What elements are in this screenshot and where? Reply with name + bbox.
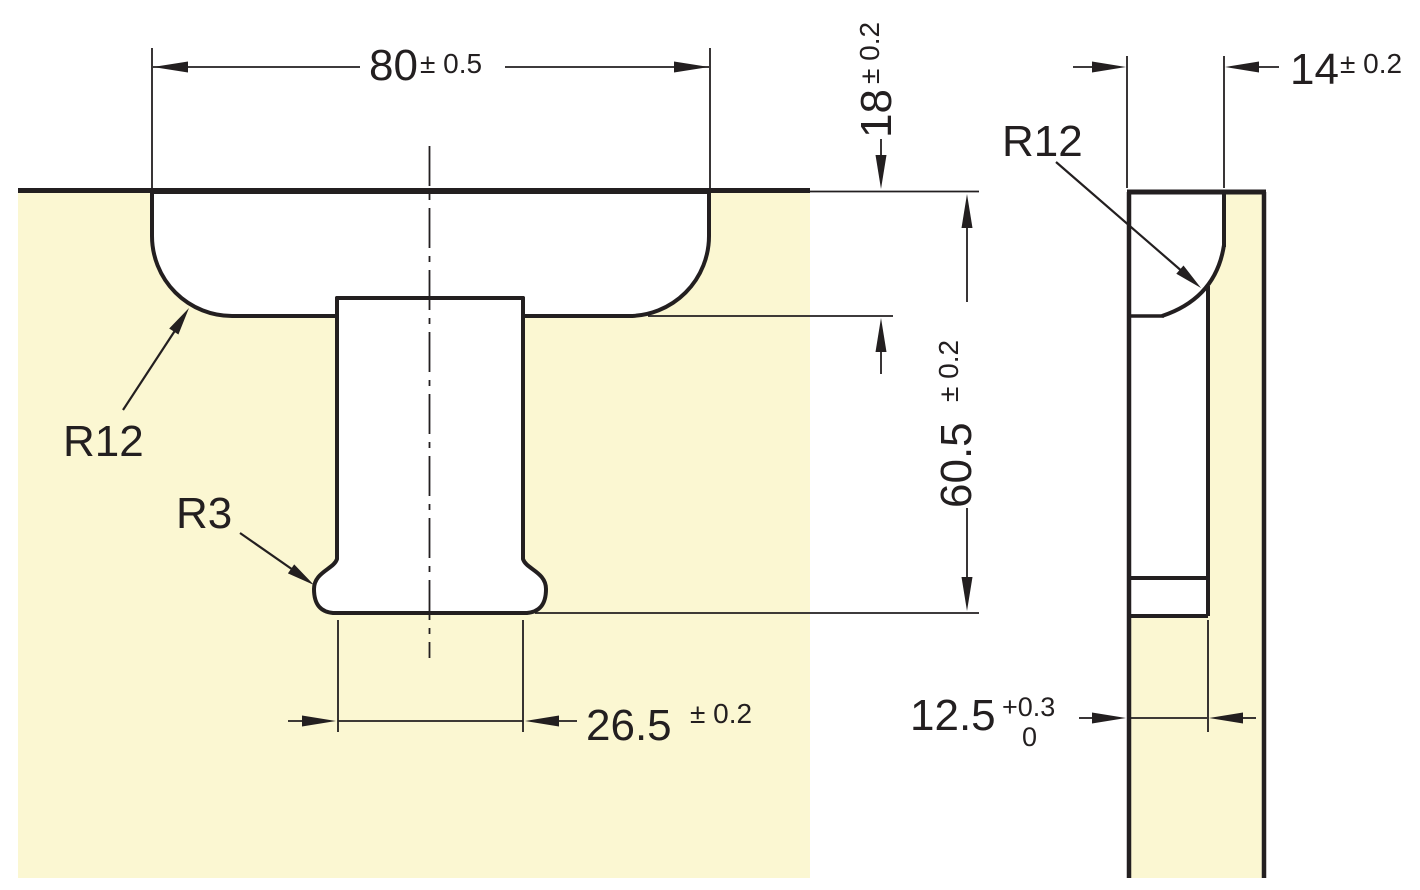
arrowhead-down-icon bbox=[875, 155, 887, 189]
label-radius-slot-r3: R3 bbox=[176, 489, 314, 585]
leader-arrowhead-icon bbox=[287, 564, 314, 585]
arrowhead-left-icon bbox=[1225, 61, 1259, 73]
dim-recess-width-value: 80 bbox=[369, 41, 418, 90]
arrowhead-up-icon bbox=[875, 318, 887, 352]
dim-panel-thickness-value: 14 bbox=[1290, 45, 1339, 94]
arrowhead-right-icon bbox=[302, 715, 336, 727]
slot-outline bbox=[312, 296, 548, 615]
side-view bbox=[1126, 189, 1267, 878]
dim-panel-thickness-tol: ± 0.2 bbox=[1340, 48, 1402, 79]
dim-slot-height-value: 60.5 bbox=[932, 422, 981, 508]
arrowhead-up-icon bbox=[961, 194, 973, 228]
dim-recess-depth-tol: ± 0.2 bbox=[854, 22, 885, 84]
arrowhead-right-icon bbox=[674, 61, 709, 73]
leader-line bbox=[122, 325, 179, 411]
radius-front-label: R12 bbox=[63, 417, 144, 466]
side-r12-arc bbox=[1161, 244, 1226, 318]
dim-slot-width-value: 26.5 bbox=[586, 701, 672, 750]
leader-line bbox=[239, 532, 297, 573]
leader-arrowhead-icon bbox=[169, 308, 189, 335]
arrowhead-right-icon bbox=[1092, 712, 1126, 724]
radius-slot-label: R3 bbox=[176, 489, 232, 538]
label-radius-front-r12: R12 bbox=[63, 308, 189, 466]
arrowhead-left-icon bbox=[1209, 712, 1243, 724]
dim-rout-depth-tol-plus: +0.3 bbox=[1002, 692, 1055, 722]
front-view bbox=[18, 146, 810, 878]
leader-arrowhead-icon bbox=[1176, 265, 1201, 288]
arrowhead-left-icon bbox=[153, 61, 188, 73]
leader-line bbox=[1055, 161, 1185, 274]
radius-side-label: R12 bbox=[1002, 117, 1083, 166]
dim-slot-height bbox=[535, 194, 979, 614]
label-radius-side-r12: R12 bbox=[1002, 117, 1201, 288]
arrowhead-down-icon bbox=[961, 577, 973, 611]
dim-recess-depth-value: 18 bbox=[852, 89, 901, 138]
arrowhead-left-icon bbox=[525, 715, 559, 727]
dim-rout-depth-value: 12.5 bbox=[910, 691, 996, 740]
dim-slot-width-tol: ± 0.2 bbox=[690, 698, 752, 729]
dim-recess-width-tol: ± 0.5 bbox=[420, 48, 482, 79]
dim-slot-height-tol: ± 0.2 bbox=[933, 340, 964, 402]
side-recess-cavity bbox=[1131, 192, 1224, 616]
arrowhead-right-icon bbox=[1092, 61, 1126, 73]
dim-panel-thickness bbox=[1073, 56, 1279, 188]
dim-recess-width bbox=[151, 48, 711, 189]
dim-recess-depth bbox=[648, 139, 979, 374]
dim-rout-depth-tol-minus: 0 bbox=[1022, 722, 1037, 752]
dim-rout-depth bbox=[1079, 620, 1256, 732]
dim-slot-width bbox=[288, 620, 577, 732]
